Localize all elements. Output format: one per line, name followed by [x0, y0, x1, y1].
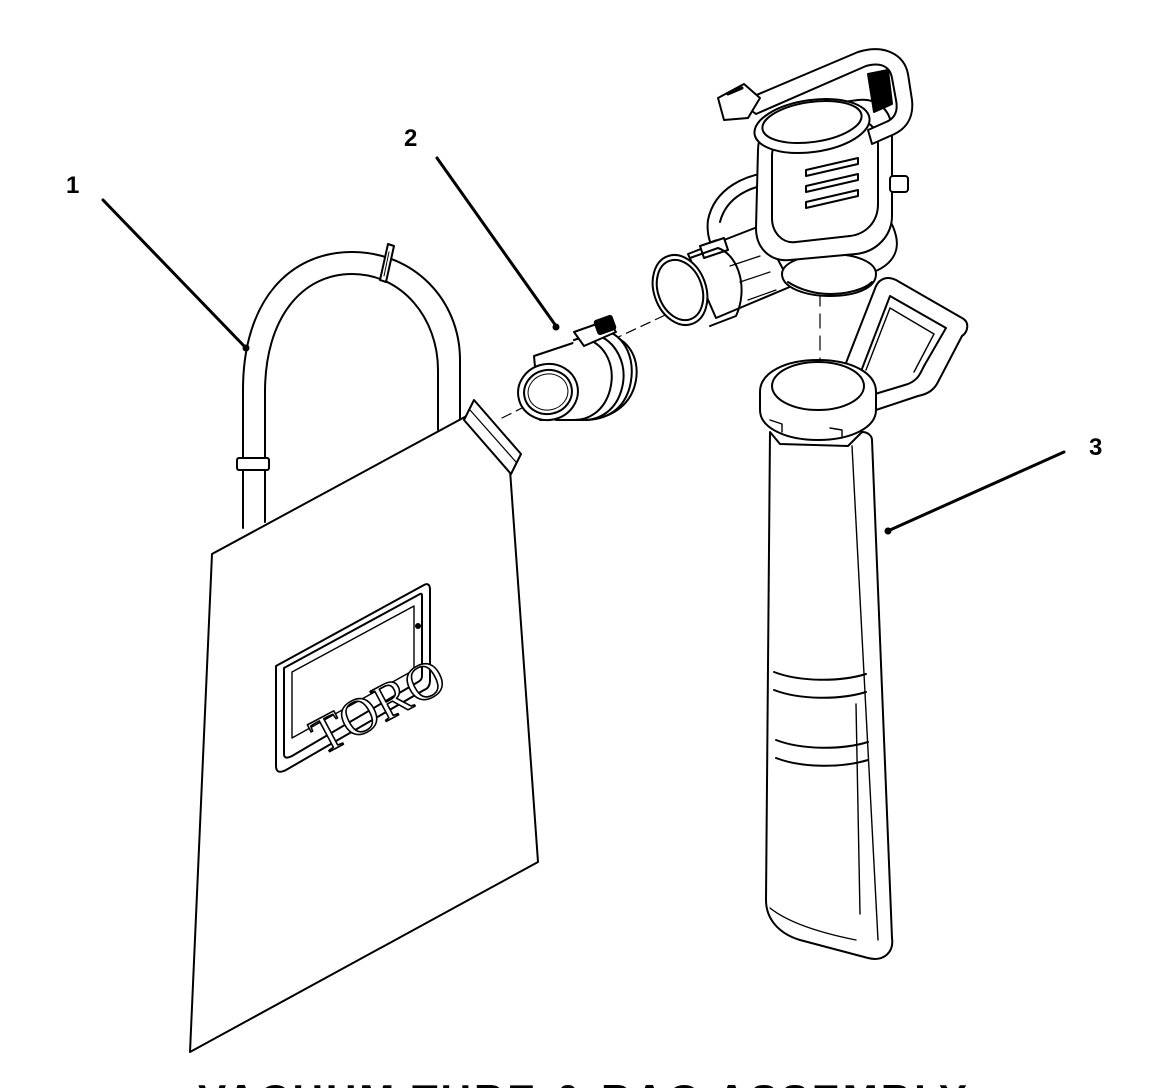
tube-handle: [843, 277, 969, 413]
callout-3-dot: [884, 527, 892, 535]
callout-2-leader: [435, 156, 558, 328]
tube-body: [765, 431, 894, 960]
callout-1-number: 1: [66, 172, 79, 199]
registered-mark: [415, 623, 421, 629]
callout-2-dot: [552, 323, 560, 331]
callout-3-leader: [888, 450, 1066, 532]
callout-1: 1: [66, 172, 250, 352]
vacuum-tube: [759, 277, 969, 960]
assembly-title-clip: VACUUM TUBE & BAG ASSEMBLY: [0, 1060, 1168, 1088]
callout-1-leader: [101, 198, 248, 350]
blower-unit: [651, 48, 914, 327]
adapter: [517, 314, 638, 422]
callout-2-number: 2: [404, 125, 417, 152]
strap-slider: [236, 457, 270, 471]
callout-3-number: 3: [1089, 434, 1102, 461]
bag-body: [189, 411, 539, 1053]
bag: TORO: [189, 243, 539, 1053]
bag-strap: [242, 251, 461, 529]
callout-3: 3: [884, 434, 1102, 535]
callout-2: 2: [404, 125, 560, 331]
assembly-title: VACUUM TUBE & BAG ASSEMBLY: [0, 1076, 1168, 1088]
